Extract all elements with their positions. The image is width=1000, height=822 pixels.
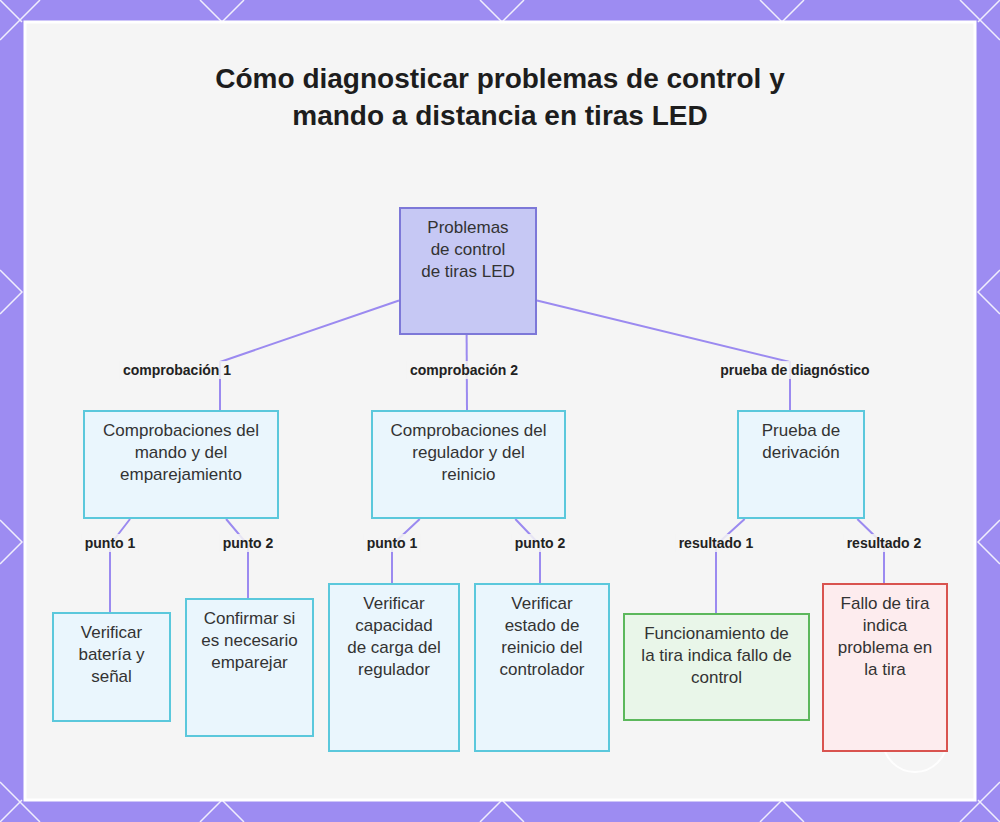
process-box: Verificar capacidad de carga del regulad… (328, 583, 460, 752)
root-box: Problemas de control de tiras LED (399, 207, 537, 335)
node-text: Problemas de control de tiras LED (419, 217, 517, 283)
node-text: Fallo de tira indica problema en la tira (836, 593, 934, 681)
diagram-title: Cómo diagnosticar problemas de control y… (210, 60, 790, 134)
process-box: Prueba de derivación (737, 410, 865, 519)
node-text: Funcionamiento de la tira indica fallo d… (639, 623, 794, 689)
edge-label: comprobación 2 (407, 361, 521, 379)
connector-line (110, 519, 130, 612)
edge-label: resultado 1 (676, 534, 757, 552)
edge-label: resultado 2 (844, 534, 925, 552)
process-box: Comprobaciones del mando y del emparejam… (83, 410, 279, 519)
edge-label: punto 2 (220, 534, 277, 552)
process-box: Confirmar si es necesario emparejar (185, 598, 314, 737)
process-box: Comprobaciones del regulador y del reini… (371, 410, 566, 519)
process-box: Funcionamiento de la tira indica fallo d… (623, 613, 810, 721)
node-text: Verificar capacidad de carga del regulad… (344, 593, 444, 681)
node-text: Verificar batería y señal (68, 622, 155, 688)
connector-line (537, 300, 790, 410)
edge-label: punto 1 (364, 534, 421, 552)
process-box: Fallo de tira indica problema en la tira (822, 583, 948, 752)
connector-line (226, 519, 248, 598)
edge-label: comprobación 1 (120, 361, 234, 379)
node-text: Comprobaciones del regulador y del reini… (387, 420, 550, 486)
edge-label: punto 2 (512, 534, 569, 552)
node-text: Verificar estado de reinicio del control… (488, 593, 596, 681)
node-text: Comprobaciones del mando y del emparejam… (97, 420, 265, 486)
node-text: Confirmar si es necesario emparejar (201, 608, 298, 674)
process-box: Verificar estado de reinicio del control… (474, 583, 610, 752)
edge-label: prueba de diagnóstico (717, 361, 872, 379)
edge-label: punto 1 (82, 534, 139, 552)
node-text: Prueba de derivación (751, 420, 851, 464)
process-box: Verificar batería y señal (52, 612, 171, 722)
connector-line (220, 300, 399, 410)
